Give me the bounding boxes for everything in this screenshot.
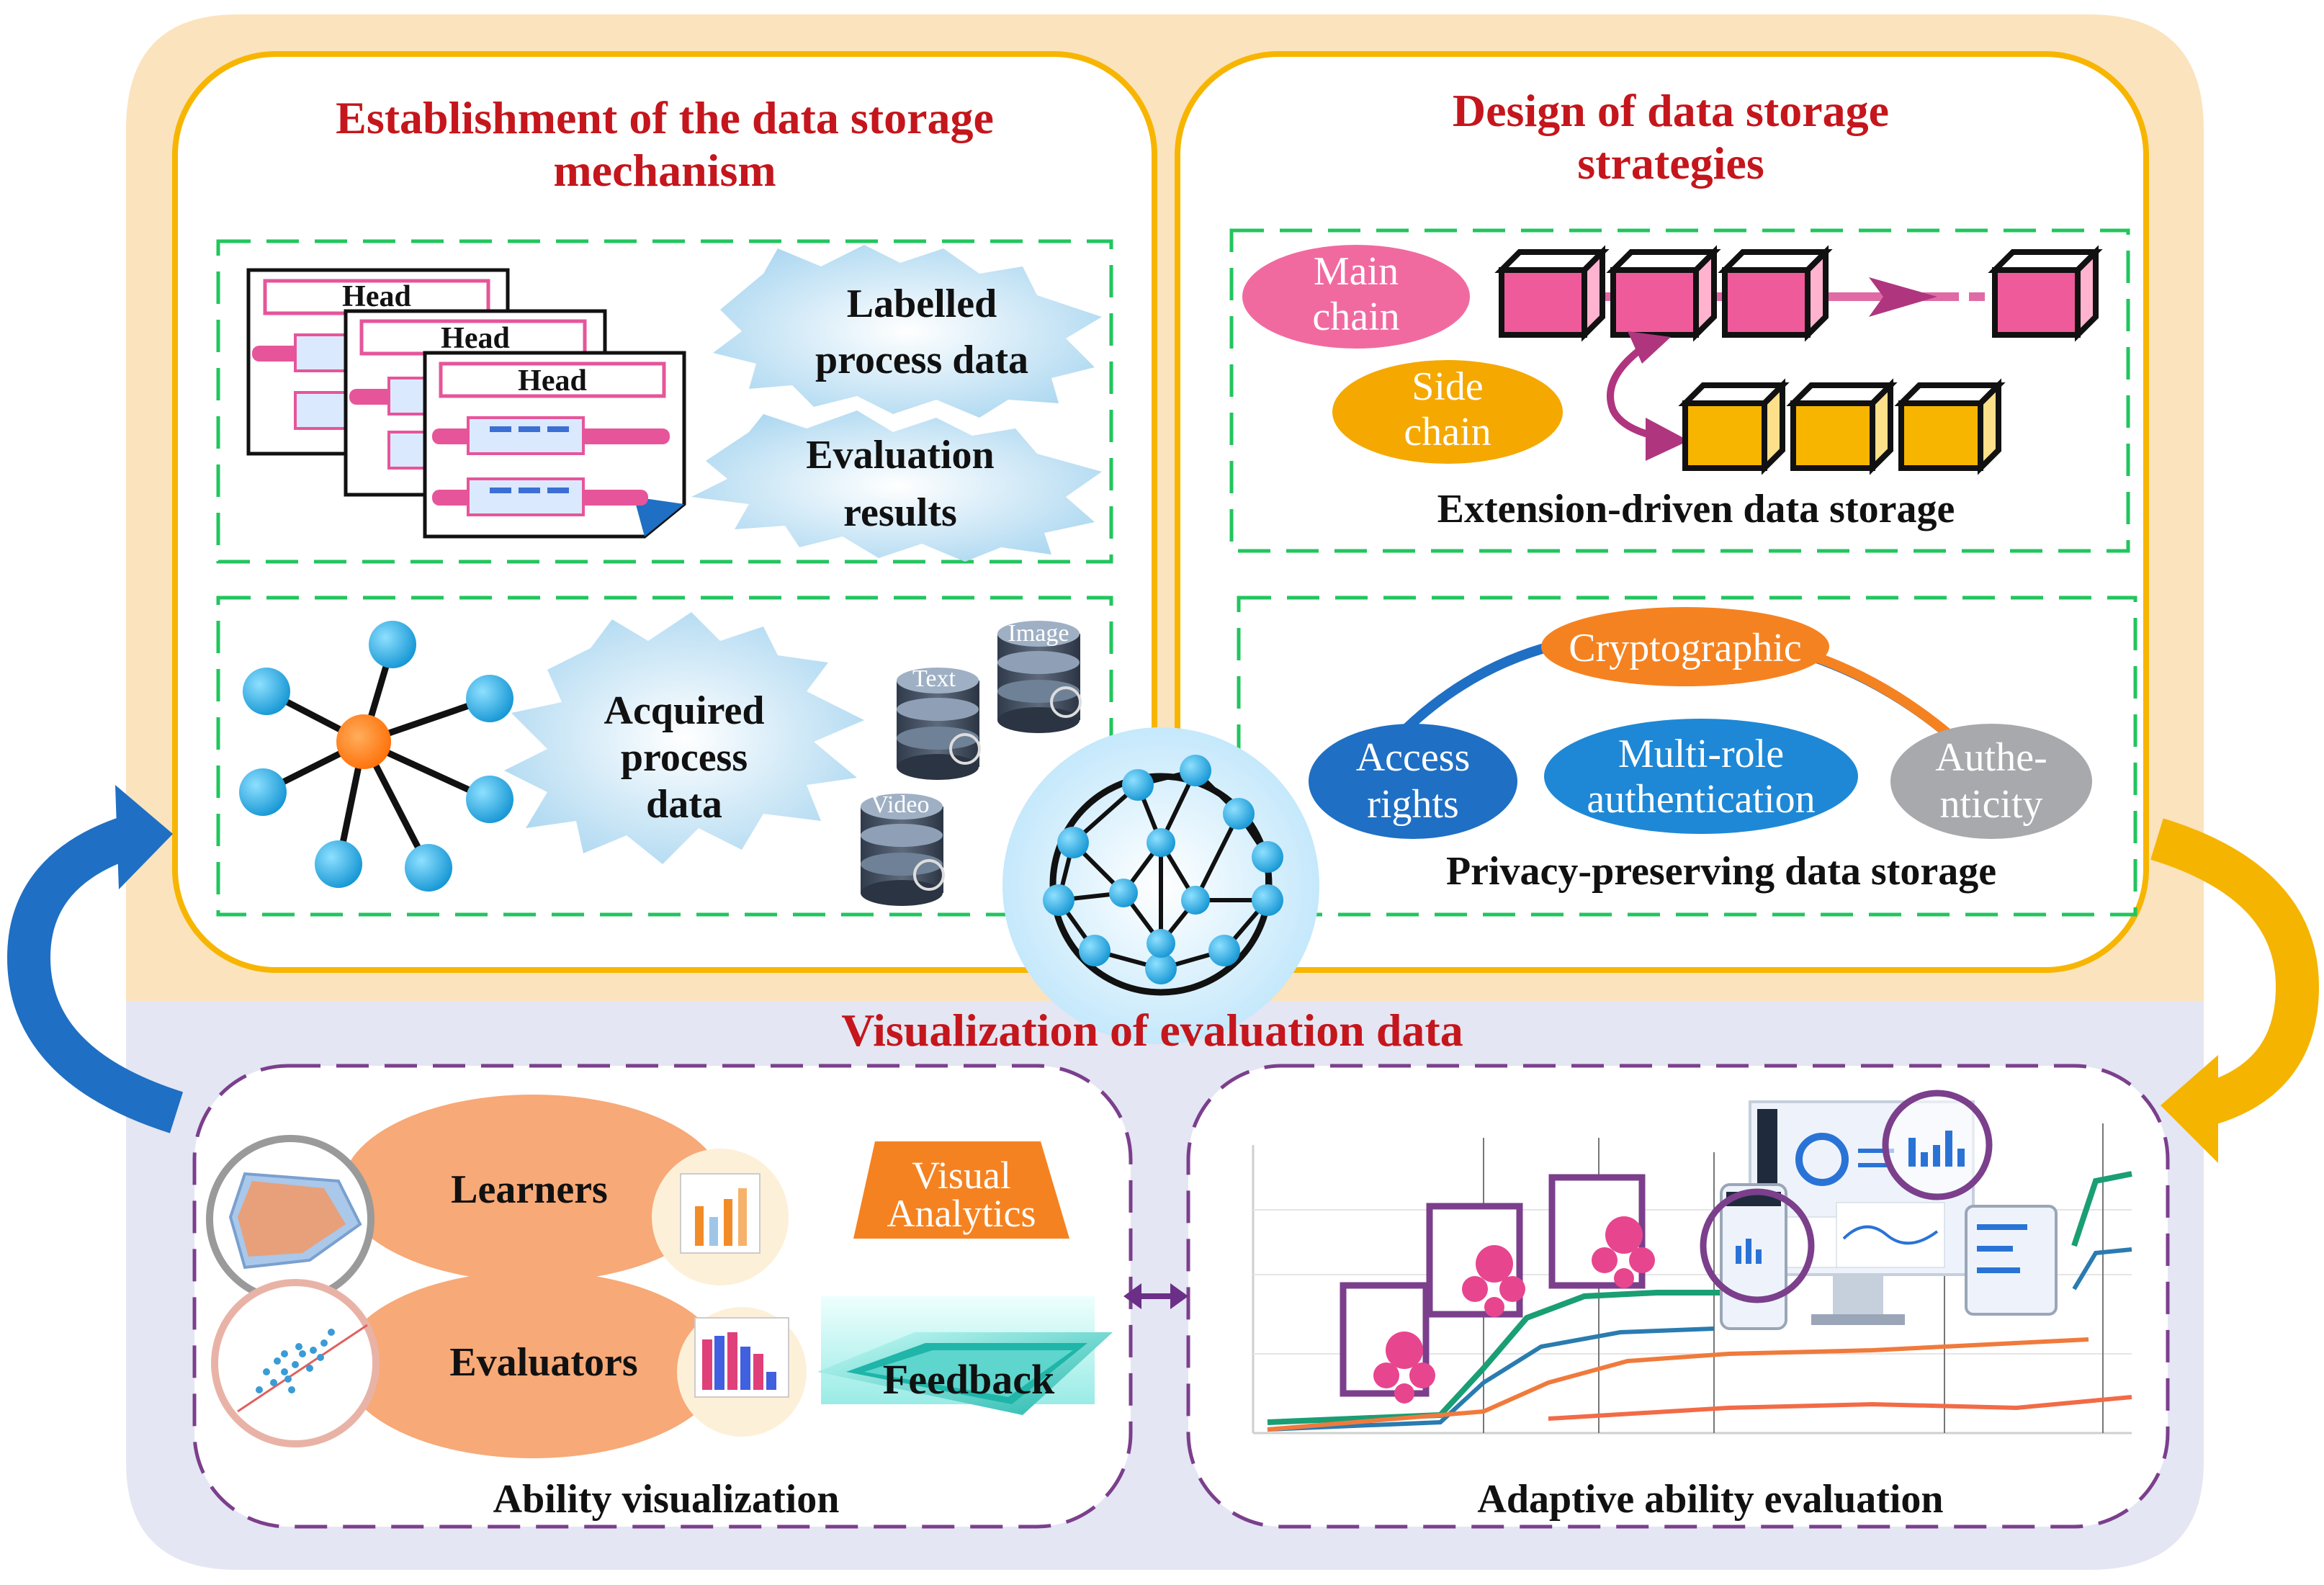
- extension-subpanel: [1229, 228, 2130, 553]
- adaptive-caption: Adaptive ability evaluation: [1477, 1477, 1943, 1522]
- burst-acquired: Acquired process data: [504, 612, 864, 864]
- main-block-3: [1718, 245, 1833, 342]
- main-chain-blocks: [1494, 245, 2103, 342]
- access-rights-line1: Access: [1356, 735, 1471, 780]
- scatter-plot-icon: [211, 1279, 380, 1447]
- visualization-title: Visualization of evaluation data: [841, 1005, 1463, 1056]
- burst-labelled-line2: process data: [815, 338, 1028, 382]
- burst-acquired-line3: data: [646, 782, 722, 827]
- doc-head-1: Head: [342, 280, 411, 313]
- learners-ellipse: [342, 1095, 724, 1282]
- document-stack: Head Head Head: [246, 268, 686, 539]
- burst-evaluation: Evaluation results: [691, 410, 1102, 562]
- side-chain-pill: [1332, 360, 1563, 464]
- database-image-icon: Image: [997, 620, 1082, 733]
- radar-chart-icon: [206, 1135, 374, 1303]
- storage-mechanism-title-line2: mechanism: [553, 145, 776, 196]
- storage-mechanism-title-line1: Establishment of the data storage: [336, 92, 994, 143]
- chain-arrow: [1869, 277, 1937, 317]
- main-block-2: [1606, 245, 1721, 342]
- side-chain-blocks: [1678, 378, 2006, 475]
- burst-labelled-line1: Labelled: [847, 282, 997, 326]
- star-network-icon: [239, 621, 513, 892]
- burst-labelled: Labelled process data: [713, 245, 1102, 418]
- learners-chart-icon: [652, 1149, 789, 1285]
- side-block-3: [1894, 378, 2006, 475]
- privacy-caption: Privacy-preserving data storage: [1446, 849, 1996, 894]
- visual-analytics-line1: Visual: [912, 1154, 1011, 1197]
- cycle-arrow-right: [2150, 818, 2320, 1163]
- db-label-video: Video: [871, 791, 929, 818]
- multi-role-line1: Multi-role: [1618, 732, 1784, 776]
- learner-badges: [1340, 1174, 1655, 1404]
- main-block-1: [1494, 245, 1610, 342]
- main-chain-line1: Main: [1314, 249, 1399, 294]
- burst-acquired-line2: process: [621, 735, 748, 780]
- database-text-icon: Text: [897, 665, 981, 780]
- cycle-arrow-left: [6, 785, 184, 1133]
- access-rights-line2: rights: [1367, 782, 1459, 827]
- evaluators-label: Evaluators: [449, 1340, 637, 1385]
- fork-arrow: [1607, 335, 1672, 443]
- side-chain-line1: Side: [1412, 364, 1484, 409]
- evaluators-ellipse: [342, 1271, 724, 1458]
- burst-acquired-line1: Acquired: [604, 688, 765, 733]
- db-label-image: Image: [1008, 620, 1069, 647]
- burst-evaluation-line2: results: [843, 490, 957, 535]
- double-arrow-icon: [1123, 1283, 1188, 1309]
- acquired-data-subpanel: [216, 596, 1113, 917]
- multi-role-pill: [1544, 719, 1858, 834]
- main-chain-pill: [1242, 245, 1470, 349]
- evaluators-chart-icon: [677, 1307, 807, 1437]
- strategies-title-line1: Design of data storage: [1453, 85, 1889, 136]
- main-block-4: [1988, 245, 2103, 342]
- visual-analytics-tag: [853, 1141, 1069, 1239]
- db-label-text: Text: [912, 665, 956, 692]
- doc-head-2: Head: [441, 322, 510, 355]
- main-chain-line2: chain: [1312, 295, 1399, 339]
- evaluation-line-chart: [1252, 1123, 2132, 1434]
- ability-caption: Ability visualization: [493, 1477, 840, 1522]
- side-chain-line2: chain: [1404, 410, 1491, 454]
- authenticity-pill: [1890, 724, 2092, 839]
- database-video-icon: Video: [861, 791, 945, 906]
- authenticity-line2: nticity: [1939, 782, 2042, 827]
- learners-label: Learners: [451, 1167, 608, 1212]
- extension-caption: Extension-driven data storage: [1437, 487, 1955, 531]
- authenticity-line1: Authe-: [1935, 735, 2047, 780]
- strategies-title-line2: strategies: [1577, 138, 1764, 189]
- side-block-2: [1786, 378, 1898, 475]
- cryptographic-label: Cryptographic: [1569, 626, 1801, 670]
- dashboard-monitor-icon: [1700, 1090, 2058, 1330]
- doc-head-3: Head: [518, 364, 587, 398]
- document-3: Head: [423, 351, 686, 539]
- cryptographic-pill: [1541, 607, 1829, 686]
- feedback-tile: [817, 1296, 1113, 1415]
- visual-analytics-line2: Analytics: [887, 1192, 1036, 1235]
- feedback-label: Feedback: [883, 1356, 1055, 1403]
- side-block-1: [1678, 378, 1790, 475]
- multi-role-line2: authentication: [1587, 777, 1815, 822]
- access-rights-pill: [1309, 724, 1517, 839]
- labelled-data-subpanel: [216, 239, 1113, 564]
- network-globe-icon: [1002, 727, 1319, 1044]
- burst-evaluation-line1: Evaluation: [806, 433, 994, 477]
